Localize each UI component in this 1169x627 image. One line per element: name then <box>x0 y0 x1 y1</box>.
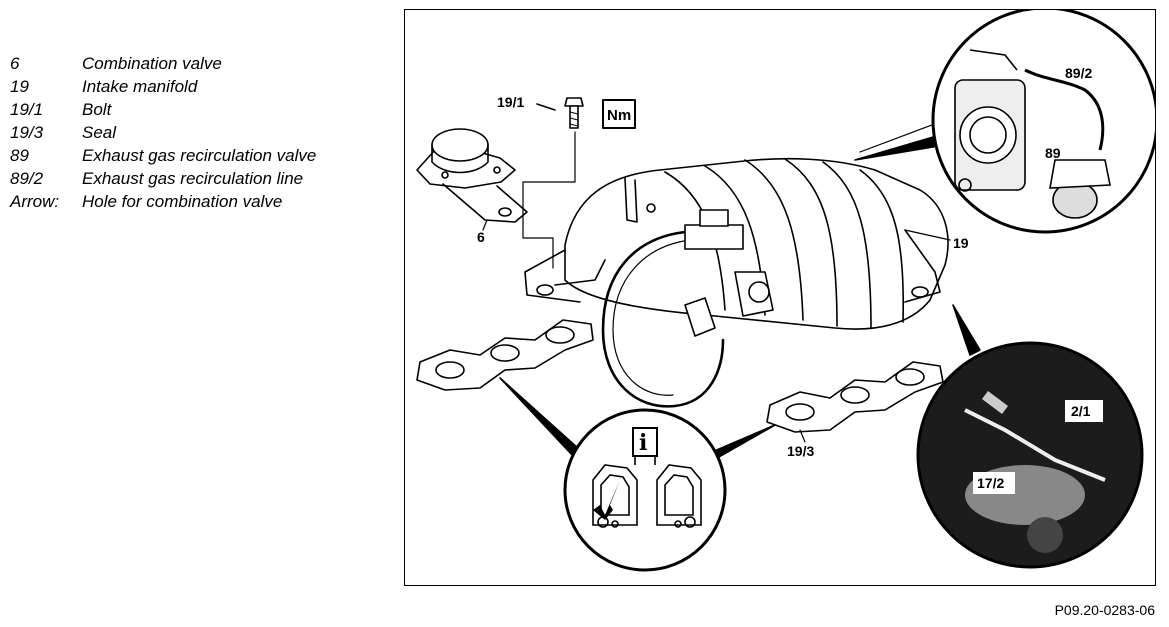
callout-bolt: 19/1 <box>497 94 524 110</box>
info-icon <box>632 427 658 457</box>
combination-valve-drawing <box>416 128 528 223</box>
callout-detail-upper: 2/1 <box>1071 403 1091 419</box>
detail-connection <box>916 341 1144 569</box>
legend-description: Bolt <box>82 100 112 119</box>
legend-item: 89 Exhaust gas recirculation valve <box>10 144 316 167</box>
detail-connector-right <box>952 304 981 356</box>
egr-line-drawing <box>601 209 774 408</box>
legend-item: 19/3 Seal <box>10 121 316 144</box>
legend-code: 6 <box>10 54 20 73</box>
detail-egr-valve <box>931 10 1155 234</box>
drawing-reference: P09.20-0283-06 <box>1054 602 1155 618</box>
legend-description: Exhaust gas recirculation valve <box>82 146 317 165</box>
detail-seals <box>563 408 727 572</box>
detail-connector-left-seal <box>499 377 581 457</box>
seal-right-drawing <box>766 361 944 433</box>
legend-item: 19 Intake manifold <box>10 75 316 98</box>
callout-detail-lower: 17/2 <box>977 475 1004 491</box>
info-symbol: i <box>639 430 647 456</box>
seal-left-drawing <box>416 319 594 391</box>
legend-description: Intake manifold <box>82 77 198 96</box>
torque-symbol-box <box>602 99 636 129</box>
intake-manifold-figure: 19/1 Nm 6 19 19/3 89/2 89 2/1 17/2 i <box>404 9 1156 586</box>
legend-item: 6 Combination valve <box>10 52 316 75</box>
legend-item: 19/1 Bolt <box>10 98 316 121</box>
legend-code: Arrow: <box>10 192 60 211</box>
legend-item: 89/2 Exhaust gas recirculation line <box>10 167 316 190</box>
intake-manifold-body <box>524 157 949 330</box>
assembly-line <box>522 131 576 269</box>
detail-connector-top <box>854 134 946 161</box>
callout-egr-line: 89/2 <box>1065 65 1092 81</box>
legend-code: 89/2 <box>10 169 44 188</box>
legend: 6 Combination valve 19 Intake manifold 1… <box>10 52 316 213</box>
legend-description: Seal <box>82 123 117 142</box>
manifold-drawing: 19/1 Nm 6 19 19/3 89/2 89 2/1 17/2 i <box>416 10 1155 572</box>
legend-code: 19/3 <box>10 123 44 142</box>
legend-description: Hole for combination valve <box>82 192 283 211</box>
torque-symbol: Nm <box>607 107 631 124</box>
callout-egr-valve: 89 <box>1045 145 1061 161</box>
legend-item: Arrow: Hole for combination valve <box>10 190 316 213</box>
legend-code: 19/1 <box>10 100 44 119</box>
legend-code: 89 <box>10 146 29 165</box>
arrow-icon <box>593 480 620 520</box>
bolt-drawing <box>536 97 584 129</box>
legend-description: Combination valve <box>82 54 222 73</box>
callout-combination-valve: 6 <box>477 229 485 245</box>
legend-code: 19 <box>10 77 29 96</box>
callout-intake-manifold: 19 <box>953 235 969 251</box>
legend-description: Exhaust gas recirculation line <box>82 169 304 188</box>
callout-seal: 19/3 <box>787 443 814 459</box>
leader-lines <box>482 119 951 443</box>
